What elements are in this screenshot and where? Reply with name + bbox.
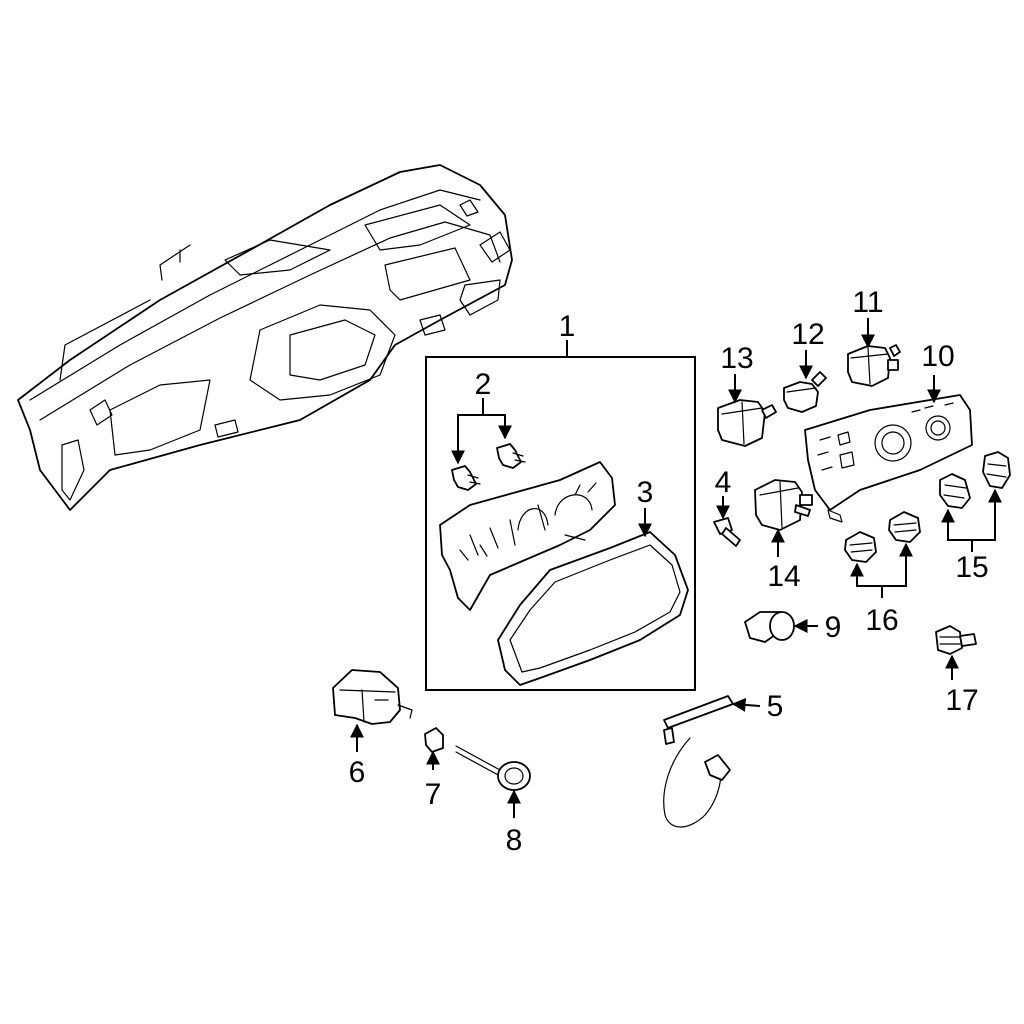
callout-10: 10 xyxy=(921,340,954,373)
callout-3: 3 xyxy=(637,476,654,509)
cluster-assembly-frame xyxy=(425,356,696,691)
knobs-15-drawing xyxy=(939,451,1011,509)
cluster-lens-drawing xyxy=(497,531,689,686)
module-6-drawing xyxy=(332,669,413,725)
switch-13-drawing xyxy=(717,399,777,447)
callout-15: 15 xyxy=(955,551,988,584)
sensor-5-drawing xyxy=(663,695,734,828)
switch-12-drawing xyxy=(783,371,827,413)
leader-lines xyxy=(350,318,1002,818)
knobs-16-drawing xyxy=(844,511,921,563)
callout-4: 4 xyxy=(715,466,732,499)
callout-7: 7 xyxy=(425,778,442,811)
callout-5: 5 xyxy=(767,690,784,723)
callout-6: 6 xyxy=(349,756,366,789)
callout-12: 12 xyxy=(791,318,824,351)
callout-labels: 1 2 3 4 5 6 7 8 9 10 11 12 13 14 15 16 1… xyxy=(349,286,989,857)
callout-14: 14 xyxy=(767,560,800,593)
callout-1: 1 xyxy=(559,310,576,343)
bulb-sockets-drawing xyxy=(451,443,526,491)
knob-rod-8-drawing xyxy=(455,745,531,791)
switch-11-drawing xyxy=(847,344,901,387)
screw-drawing xyxy=(713,517,741,547)
callout-16: 16 xyxy=(865,604,898,637)
bulb-7-drawing xyxy=(424,727,444,753)
gauge-faceplate-drawing xyxy=(439,461,616,611)
bulb-17-drawing xyxy=(935,625,977,655)
callout-8: 8 xyxy=(506,824,523,857)
switch-14-drawing xyxy=(754,479,813,531)
instrument-panel-drawing xyxy=(17,164,513,511)
callout-13: 13 xyxy=(720,342,753,375)
callout-2: 2 xyxy=(475,368,492,401)
callout-9: 9 xyxy=(825,611,842,644)
switch-9-drawing xyxy=(744,611,795,643)
callout-17: 17 xyxy=(945,684,978,717)
callout-11: 11 xyxy=(852,286,883,319)
